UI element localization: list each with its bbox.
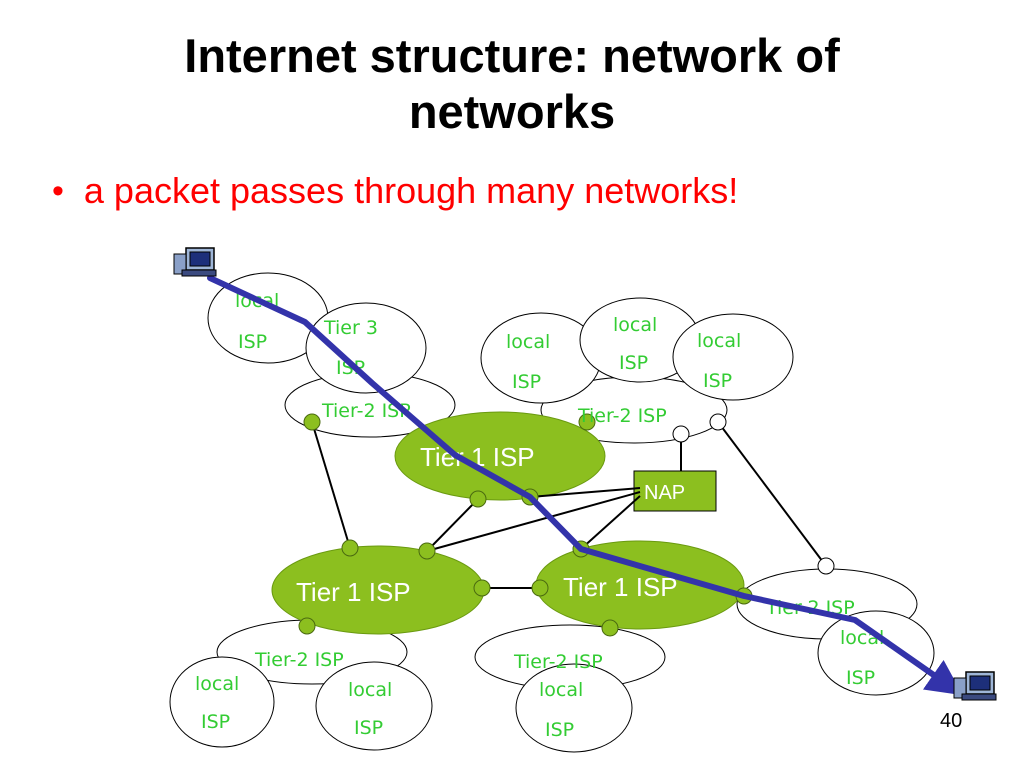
link-t1right-nap	[580, 495, 641, 550]
local-isp-4-label-isp: ISP	[703, 370, 732, 392]
router-node	[418, 542, 436, 560]
link-t1top-nap	[529, 487, 641, 498]
local-isp-8	[817, 610, 935, 696]
tier1-isp-top	[394, 411, 606, 501]
tier2-top-left-label: Tier-2 ISP	[321, 400, 411, 422]
slide-title: Internet structure: network of networks	[0, 28, 1024, 140]
bullet-item: • a packet passes through many networks!	[52, 170, 738, 212]
router-node-open	[709, 413, 727, 431]
nap-box	[633, 470, 717, 512]
links	[311, 421, 827, 589]
diagram-labels: local ISP Tier 3 ISP local ISP local ISP…	[195, 290, 884, 741]
router-node	[578, 413, 596, 431]
link-t1left-nap	[426, 491, 641, 552]
local-isp-7	[515, 663, 633, 753]
local-isp-4	[672, 313, 794, 401]
bullet-dot-icon: •	[52, 171, 64, 210]
router-node	[469, 490, 487, 508]
bullet-text: a packet passes through many networks!	[83, 170, 739, 211]
link-t2right-t2br	[717, 421, 827, 567]
source-computer-icon	[173, 247, 217, 277]
local-isp-5-label-local: local	[195, 673, 239, 695]
tier3-isp	[305, 302, 427, 394]
local-isp-5-label-isp: ISP	[201, 711, 230, 733]
router-nodes	[298, 413, 835, 637]
title-line-2: networks	[408, 85, 616, 138]
nap-label: NAP	[644, 482, 685, 504]
router-node	[473, 579, 491, 597]
tier3-label: Tier 3	[323, 317, 378, 339]
local-isp-3-label-isp: ISP	[619, 352, 648, 374]
title-line-1: Internet structure: network of	[184, 29, 840, 82]
router-node	[341, 539, 359, 557]
local-isp-7-label-isp: ISP	[545, 719, 574, 741]
local-isp-6-label-local: local	[348, 679, 392, 701]
link-t1top-t1left	[426, 498, 479, 552]
local-isp-1-label-isp: ISP	[238, 331, 267, 353]
local-isp-6-label-isp: ISP	[354, 717, 383, 739]
link-t2left-t1left	[311, 421, 351, 549]
local-isp-3-label-local: local	[613, 314, 657, 336]
local-isp-7-label-local: local	[539, 679, 583, 701]
tier2-bottom-mid-label: Tier-2 ISP	[513, 651, 603, 673]
local-isp-6	[315, 661, 433, 751]
router-node	[601, 619, 619, 637]
local-isp-2-label-isp: ISP	[512, 371, 541, 393]
destination-computer-icon	[953, 671, 997, 701]
local-isp-8-label-isp: ISP	[846, 667, 875, 689]
local-isp-2-label-local: local	[506, 331, 550, 353]
router-node	[298, 617, 316, 635]
router-node-open	[817, 557, 835, 575]
router-node-open	[672, 425, 690, 443]
packet-path	[207, 275, 963, 696]
router-node	[531, 579, 549, 597]
slide-number: 40	[940, 710, 963, 732]
tier1-left-label: Tier 1 ISP	[296, 577, 411, 607]
local-isp-4-label-local: local	[697, 330, 741, 352]
tier2-top-right-label: Tier-2 ISP	[577, 405, 667, 427]
local-isp-5	[169, 656, 275, 748]
router-node	[303, 413, 321, 431]
tier2-bottom-left-label: Tier-2 ISP	[254, 649, 344, 671]
tier1-right-label: Tier 1 ISP	[563, 572, 678, 602]
